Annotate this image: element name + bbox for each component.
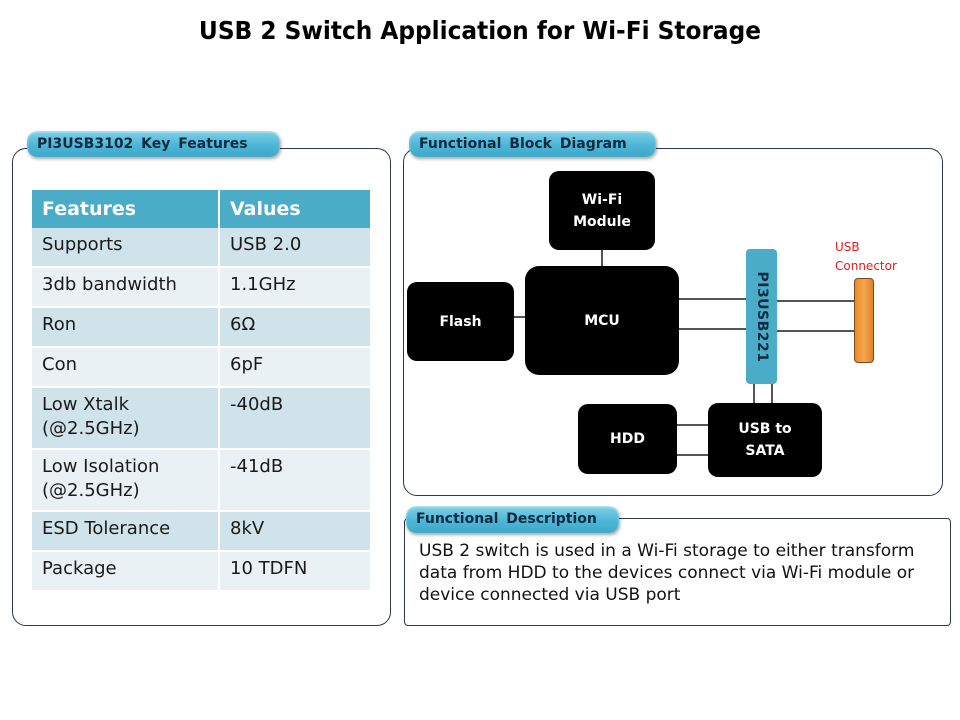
header-values: Values	[219, 190, 370, 228]
table-row: ESD Tolerance 8kV	[32, 511, 370, 552]
flash-label: Flash	[439, 313, 482, 330]
wire-mcu-switch-dp	[679, 298, 746, 300]
wire-switch-sata-dm	[771, 384, 773, 404]
features-table: Features Values Supports USB 2.0 3db ban…	[32, 190, 370, 592]
usb-connector-label-line1: USB	[835, 240, 860, 254]
wire-switch-connector-dp	[777, 300, 854, 302]
wifi-module-label-line2: Module	[573, 213, 631, 230]
hdd-label: HDD	[610, 431, 645, 447]
value-cell: -40dB	[219, 387, 370, 450]
header-features: Features	[32, 190, 220, 228]
table-row: Package 10 TDFN	[32, 551, 370, 592]
value-cell: 10 TDFN	[219, 551, 370, 592]
value-cell: -41dB	[219, 449, 370, 512]
pi3usb221-switch-chip: PI3USB221	[746, 249, 777, 384]
description-panel	[404, 518, 951, 626]
value-cell: 6pF	[219, 347, 370, 388]
feature-cell: Supports	[32, 228, 220, 268]
table-row: Low Isolation (@2.5GHz) -41dB	[32, 449, 370, 512]
description-text: USB 2 switch is used in a Wi-Fi storage …	[419, 541, 915, 605]
mcu-block: MCU	[525, 266, 679, 375]
feature-cell: Package	[32, 551, 220, 592]
usb-to-sata-label-line2: SATA	[745, 443, 785, 459]
table-row: Con 6pF	[32, 347, 370, 388]
feature-cell: Con	[32, 347, 220, 388]
flash-block: Flash	[407, 282, 514, 361]
value-cell: 8kV	[219, 511, 370, 552]
description-panel-label: Functional Description	[406, 506, 619, 533]
feature-cell: 3db bandwidth	[32, 267, 220, 308]
feature-cell: Low Xtalk (@2.5GHz)	[32, 387, 220, 450]
slide-title: USB 2 Switch Application for Wi-Fi Stora…	[198, 16, 762, 45]
wifi-module-block: Wi-Fi Module	[549, 171, 655, 250]
usb-connector-icon	[854, 278, 874, 363]
table-row: Low Xtalk (@2.5GHz) -40dB	[32, 387, 370, 450]
wire-wifi-mcu	[601, 250, 603, 266]
table-header-row: Features Values	[32, 190, 370, 228]
feature-cell: ESD Tolerance	[32, 511, 220, 552]
value-cell: 6Ω	[219, 307, 370, 348]
value-cell: 1.1GHz	[219, 267, 370, 308]
usb-connector-label-line2: Connector	[835, 259, 897, 273]
value-cell: USB 2.0	[219, 228, 370, 268]
block-diagram-panel-label: Functional Block Diagram	[409, 131, 656, 157]
feature-cell: Ron	[32, 307, 220, 348]
wire-switch-sata-dp	[753, 384, 755, 404]
wire-mcu-switch-dm	[679, 328, 746, 330]
usb-to-sata-label-line1: USB to	[738, 421, 792, 437]
wire-switch-connector-dm	[777, 330, 854, 332]
wifi-module-label-line1: Wi-Fi	[581, 191, 623, 208]
wire-hdd-sata-1	[677, 424, 709, 426]
table-row: 3db bandwidth 1.1GHz	[32, 267, 370, 308]
mcu-label: MCU	[584, 312, 620, 329]
wire-hdd-sata-2	[677, 454, 709, 456]
hdd-block: HDD	[578, 404, 677, 474]
usb-to-sata-block: USB to SATA	[708, 403, 822, 477]
wire-flash-mcu	[514, 316, 525, 318]
switch-chip-label: PI3USB221	[753, 270, 770, 363]
feature-cell: Low Isolation (@2.5GHz)	[32, 449, 220, 512]
table-row: Ron 6Ω	[32, 307, 370, 348]
features-panel-label: PI3USB3102 Key Features	[27, 131, 280, 157]
usb-connector-label: USB Connector	[835, 238, 897, 276]
table-row: Supports USB 2.0	[32, 228, 370, 268]
